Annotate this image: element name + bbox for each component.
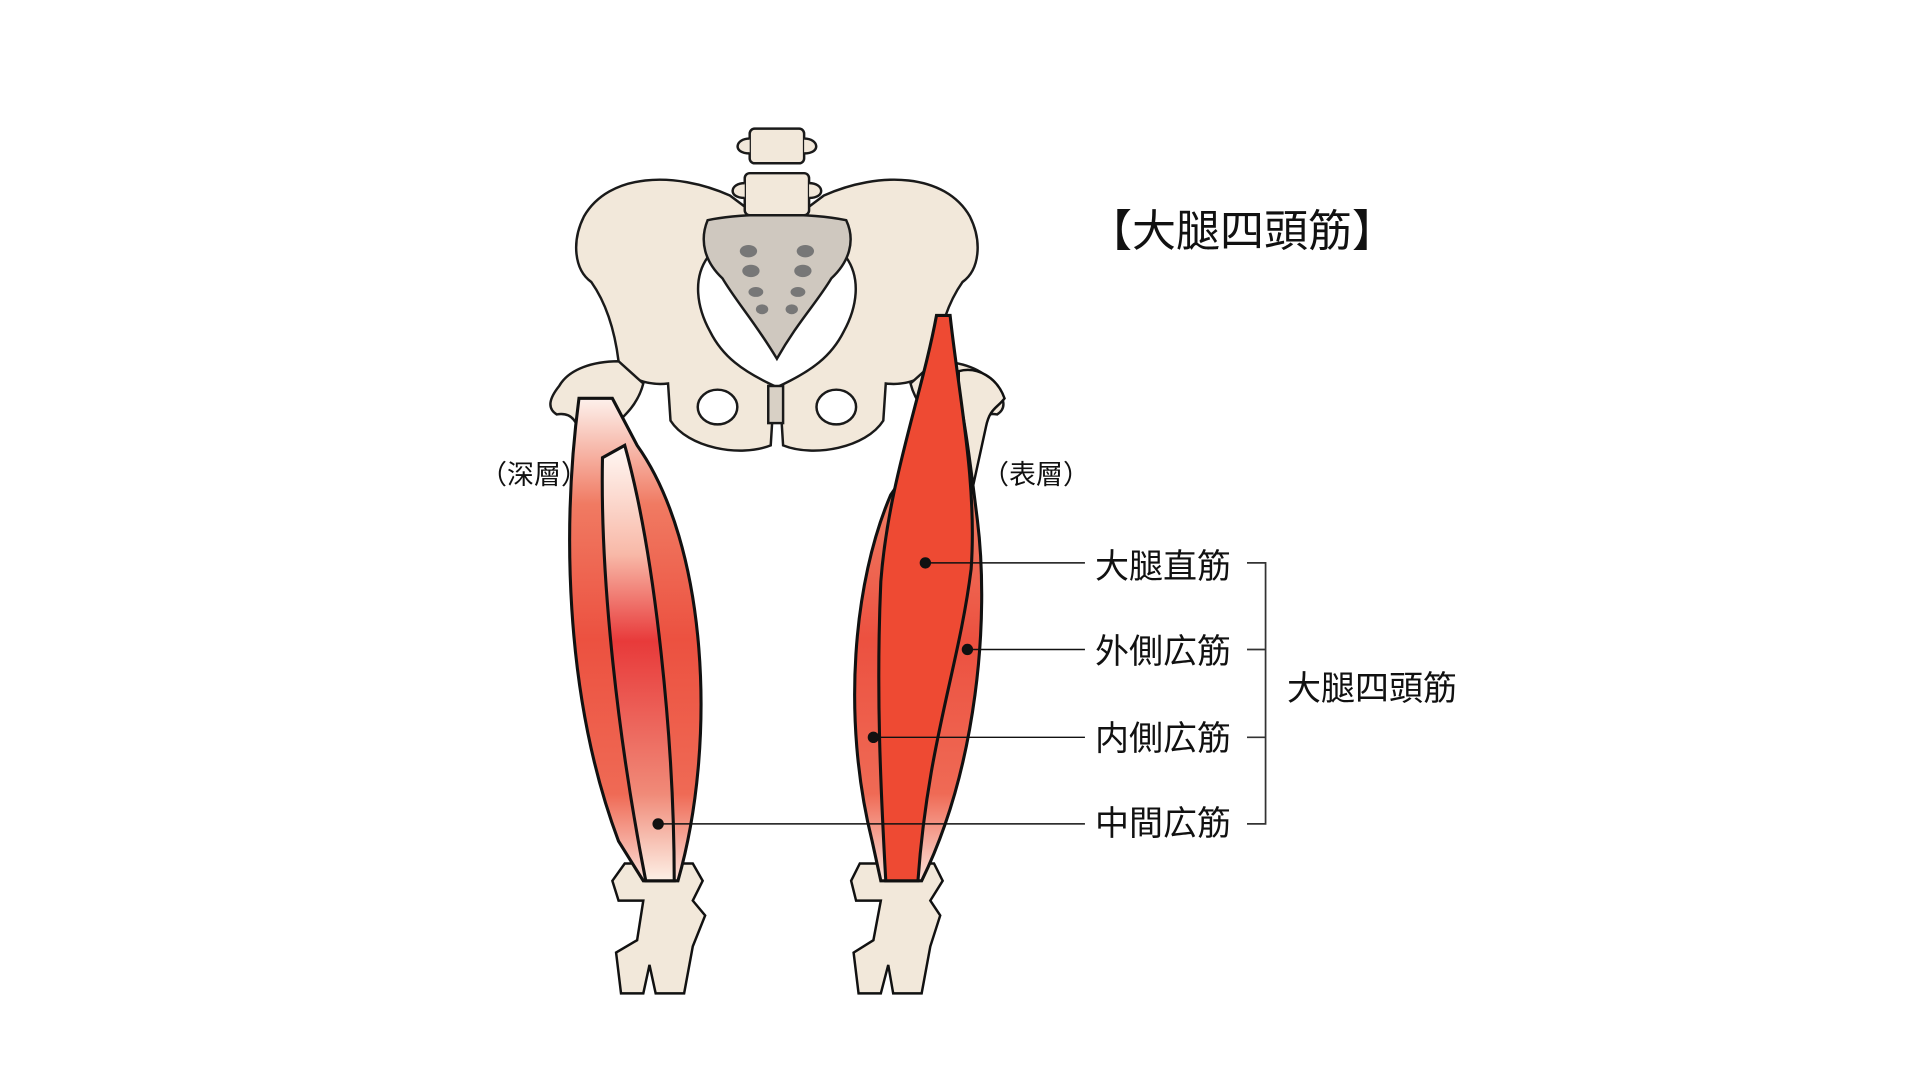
label-vastus-lateralis: 外側広筋 — [1095, 632, 1231, 672]
left-knee-bones — [611, 862, 707, 995]
left-leg-deep-layer — [568, 396, 707, 995]
right-leg-superficial-layer — [849, 313, 1006, 995]
leader-lines — [652, 557, 1085, 830]
sacrum — [702, 213, 852, 362]
pubic-symphysis — [767, 384, 785, 425]
group-bracket — [1247, 562, 1267, 825]
right-rectus-femoris — [877, 313, 974, 883]
label-vastus-medialis: 内側広筋 — [1095, 719, 1231, 759]
sacral-foramina — [739, 244, 815, 315]
lumbar-vertebrae — [731, 127, 823, 217]
deep-layer-label: （深層） — [480, 460, 588, 491]
superficial-layer-label: （表層） — [982, 460, 1090, 491]
left-vastus-intermedius — [600, 443, 676, 883]
label-quadriceps-group: 大腿四頭筋 — [1287, 669, 1457, 709]
right-knee-bones — [849, 862, 945, 995]
diagram-title: 【大腿四頭筋】 — [1088, 206, 1396, 257]
label-rectus-femoris: 大腿直筋 — [1095, 547, 1231, 587]
label-vastus-intermedius: 中間広筋 — [1095, 804, 1231, 844]
